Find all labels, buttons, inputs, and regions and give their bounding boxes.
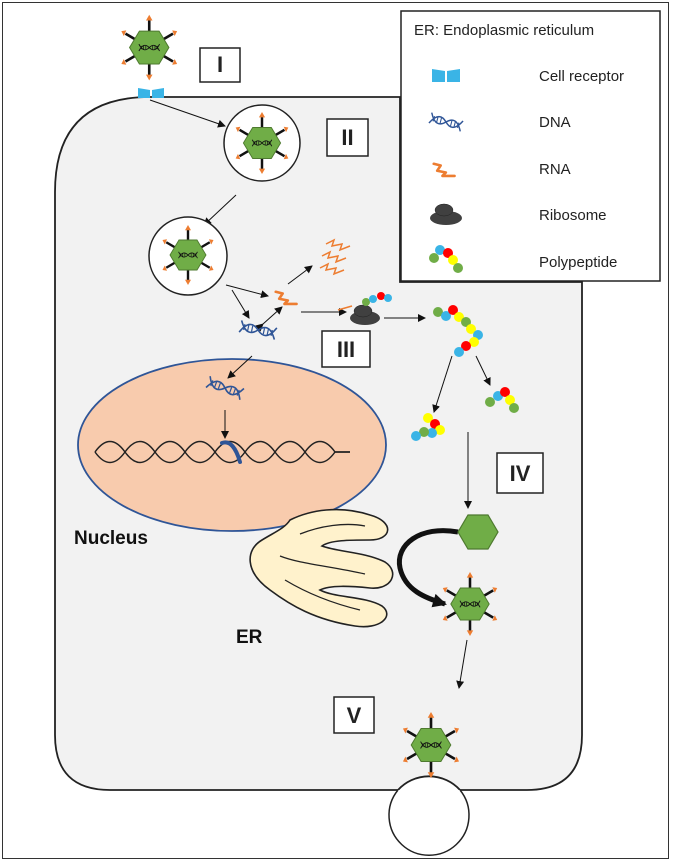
stage-label-iii: III (321, 330, 371, 368)
legend-title: ER: Endoplasmic reticulum (414, 22, 594, 39)
budding-membrane (388, 789, 470, 856)
stage-label-iv: IV (496, 452, 544, 494)
legend-box (400, 10, 661, 282)
ribosome-icon (430, 203, 462, 225)
nucleus-label: Nucleus (74, 528, 148, 549)
endoplasmic-reticulum (249, 508, 394, 628)
svg-text:II: II (341, 125, 353, 150)
host-chromosome-dna (94, 440, 350, 464)
mrna-fragments (319, 238, 351, 276)
er-lumen-lines (279, 523, 366, 611)
legend: ER: Endoplasmic reticulum Cell receptor … (400, 10, 661, 282)
svg-text:V: V (347, 703, 362, 728)
process-arrows (149, 99, 491, 689)
stage-label-i: I (199, 47, 241, 83)
legend-label-polypeptide: Polypeptide (539, 254, 617, 271)
svg-text:I: I (217, 52, 223, 77)
cell-receptor-icon (432, 69, 460, 82)
cleaved-polypeptide-left (411, 413, 445, 441)
legend-label-dna: DNA (539, 114, 571, 131)
assembly-arrow (396, 528, 459, 608)
svg-text:III: III (337, 337, 355, 362)
cleaved-polypeptide-right (485, 387, 519, 413)
cell-receptor (138, 88, 164, 98)
stage-label-ii: II (326, 118, 369, 157)
legend-label-ribosome: Ribosome (539, 207, 607, 224)
er-label: ER (236, 627, 263, 648)
legend-label-cell-receptor: Cell receptor (539, 68, 624, 85)
polyprotein-chain (433, 305, 483, 357)
dna-rna-bidirectional-arrow (255, 306, 283, 332)
integrated-viral-dna (220, 440, 242, 464)
new-capsid (457, 514, 499, 550)
ribosome-translating (337, 292, 392, 325)
polypeptide-icon (429, 245, 463, 273)
legend-label-rna: RNA (539, 161, 571, 178)
stage-label-v: V (333, 696, 375, 734)
svg-text:IV: IV (510, 461, 531, 486)
virus-stage-i (121, 15, 177, 81)
